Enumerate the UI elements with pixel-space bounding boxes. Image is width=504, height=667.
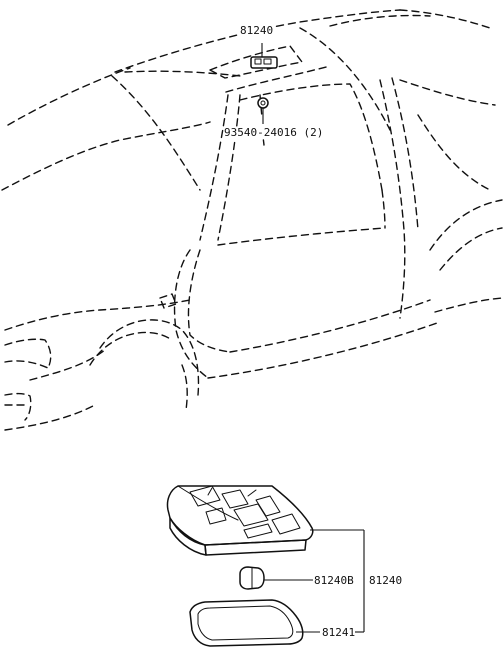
label-bulb: 81240B	[314, 574, 354, 587]
lens-cover	[189, 599, 320, 647]
label-screw: 93540-24016 (2)	[224, 126, 324, 139]
car-body-outline	[1, 9, 503, 431]
lamp-housing	[166, 485, 314, 556]
label-roof-lamp: 81240	[240, 24, 274, 37]
screw-icon	[257, 97, 269, 124]
bulb-icon	[239, 566, 313, 590]
label-lens: 81241	[322, 626, 356, 639]
label-assembly: 81240	[369, 574, 403, 587]
roof-lamp-small	[250, 43, 278, 69]
